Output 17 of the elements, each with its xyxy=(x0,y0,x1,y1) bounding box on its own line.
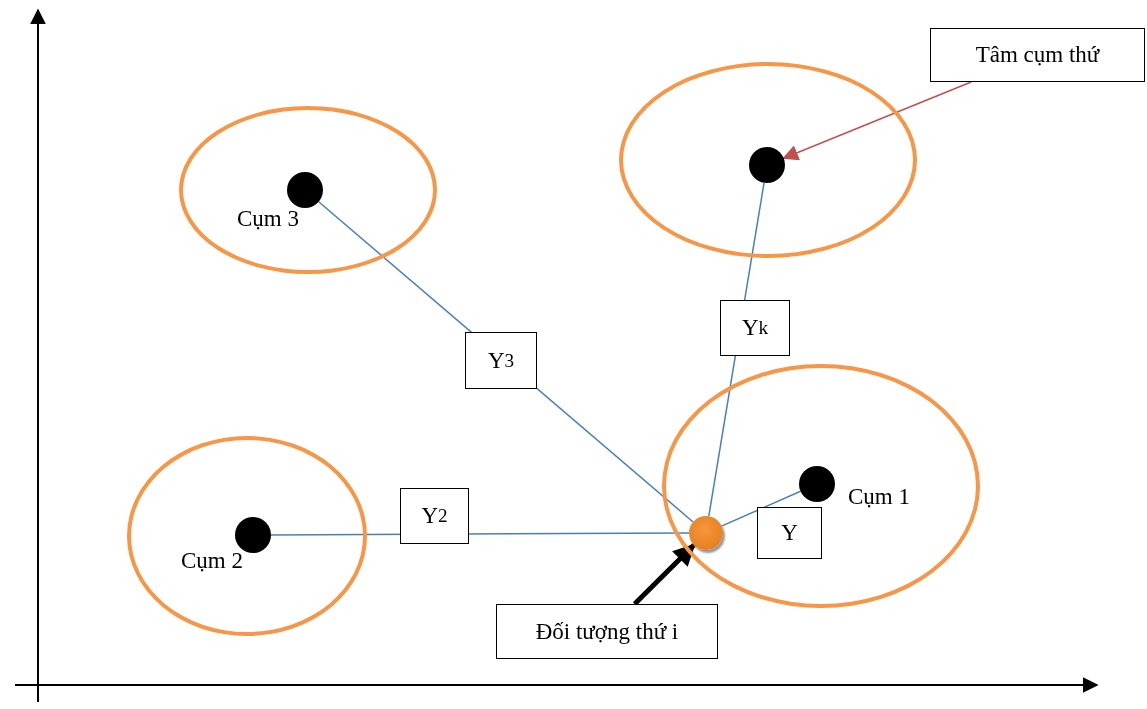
cluster-label: Cụm 1 xyxy=(848,484,910,510)
distance-line xyxy=(720,490,802,527)
cluster-ellipse xyxy=(619,62,917,258)
text-box: Tâm cụm thứ xyxy=(930,28,1145,82)
cluster-center-dot xyxy=(799,466,835,502)
cluster-label: Cụm 3 xyxy=(237,206,299,232)
text-box: Đối tượng thứ i xyxy=(496,604,718,659)
edge-label: Y xyxy=(757,507,822,559)
arrow xyxy=(632,543,696,606)
cluster-center-dot xyxy=(287,172,323,208)
cluster-center-dot xyxy=(235,517,271,553)
cluster-ellipse xyxy=(179,106,437,274)
cluster-ellipse xyxy=(127,436,367,636)
cluster-center-dot xyxy=(749,147,785,183)
arrow xyxy=(782,81,972,161)
object-dot xyxy=(689,516,723,550)
cluster-label: Cụm 2 xyxy=(181,548,243,574)
